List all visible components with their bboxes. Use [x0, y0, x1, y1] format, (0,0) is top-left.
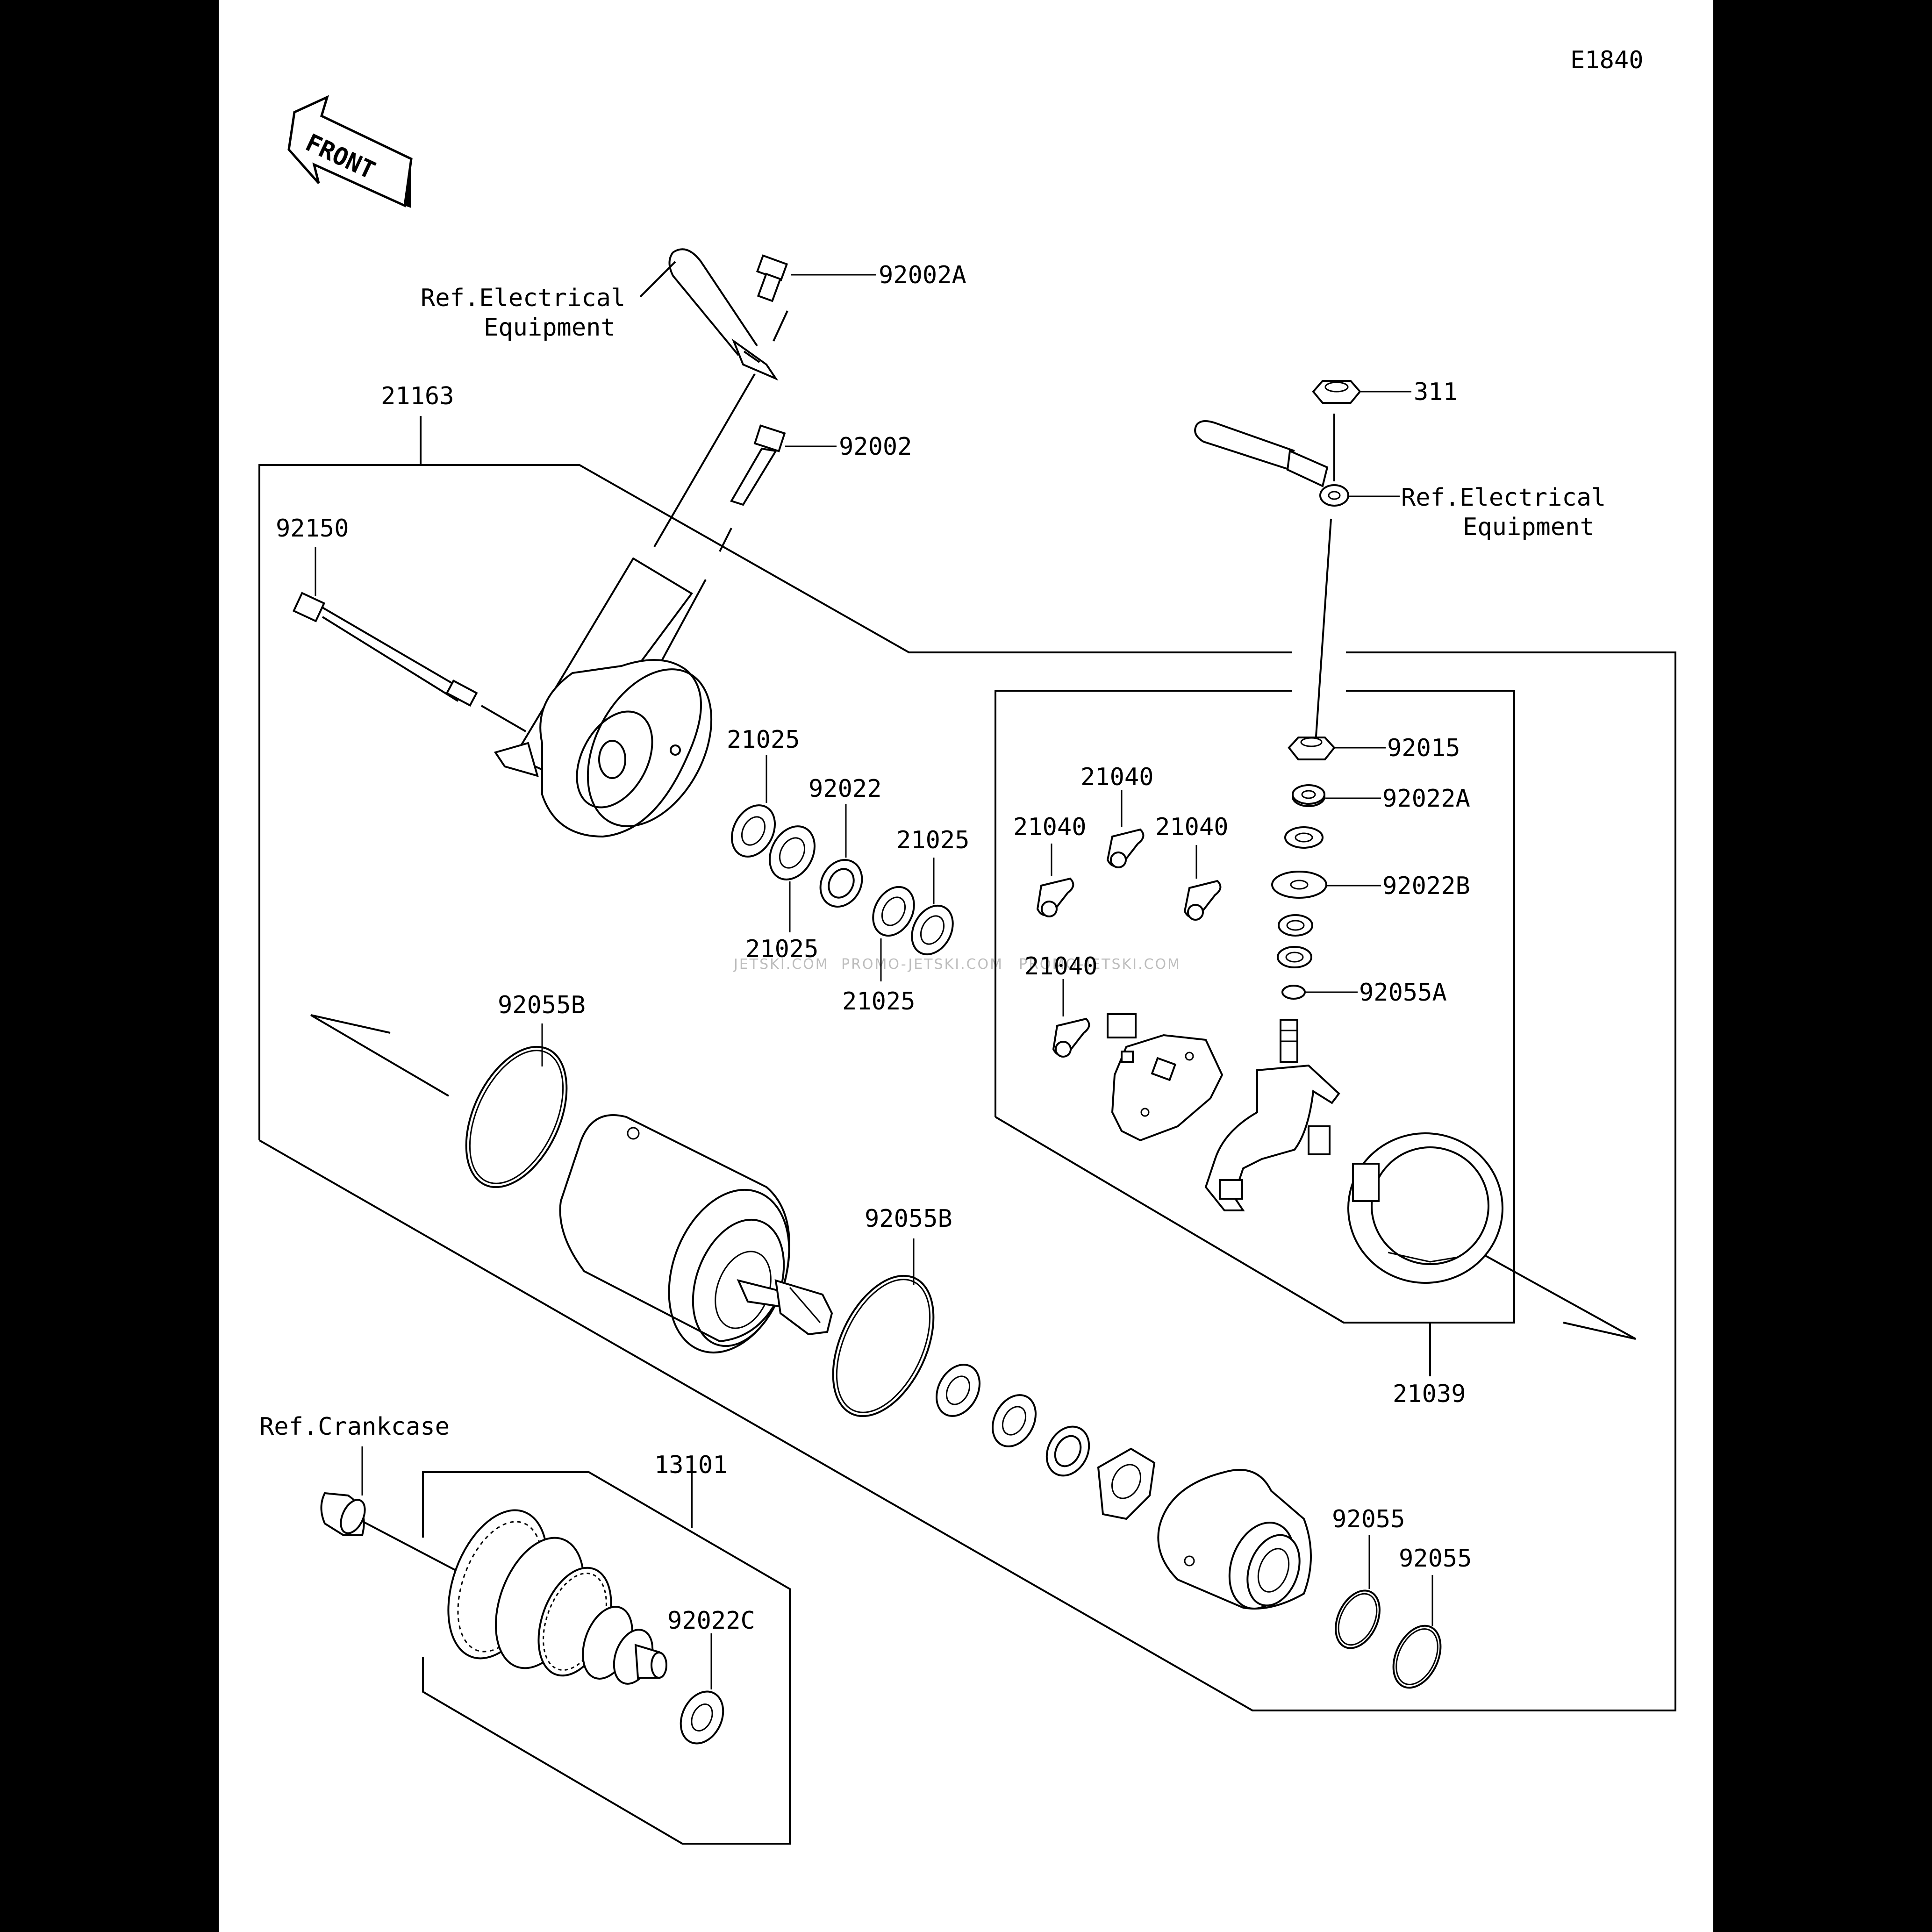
label-21025-b: 21025 [745, 935, 819, 963]
washer-92022C [680, 1633, 724, 1745]
label-92022B: 92022B [1382, 872, 1470, 900]
ref-electrical-top-line1: Ref.Electrical [421, 284, 625, 312]
label-92055B-2: 92055B [865, 1205, 952, 1233]
through-bolt-92150 [292, 547, 527, 732]
watermark-3: PROMO-JETSKI.COM [1019, 956, 1181, 973]
electrical-cable-top [639, 248, 779, 381]
label-21040-b: 21040 [1013, 813, 1087, 841]
label-92055-a: 92055 [1332, 1505, 1405, 1533]
label-92002: 92002 [839, 433, 912, 461]
electrical-cable-right [1194, 414, 1400, 744]
assembly-frame-13101 [422, 1471, 791, 1845]
label-21025-d: 21025 [896, 826, 970, 854]
label-21039: 21039 [1393, 1380, 1466, 1408]
bolt-92002 [644, 424, 837, 692]
label-92022: 92022 [809, 775, 882, 803]
rear-housing-ring [1347, 1132, 1503, 1284]
label-13101: 13101 [654, 1451, 728, 1479]
ref-electrical-top-line2: Equipment [484, 314, 615, 342]
label-92055B-1: 92055B [498, 991, 586, 1019]
assembly-frame-21163 [258, 416, 1676, 1711]
label-92022A: 92022A [1382, 785, 1470, 813]
brush-terminal-arm [1204, 1019, 1340, 1211]
nut-311 [1312, 380, 1411, 404]
bolt-92002A [653, 254, 876, 548]
label-92055-b: 92055 [1399, 1545, 1472, 1573]
brush-plate [1107, 1013, 1224, 1142]
label-92002A: 92002A [879, 261, 966, 289]
crankcase-bushing [320, 1446, 456, 1571]
label-21025-c: 21025 [842, 987, 916, 1016]
ref-electrical-right-line2: Equipment [1463, 513, 1595, 541]
o-rings-92055 [1335, 1535, 1442, 1689]
label-21040-d: 21040 [1024, 952, 1098, 980]
starter-front-cover [494, 557, 713, 838]
watermark-2: PROMO-JETSKI.COM [841, 956, 1003, 973]
label-92055A: 92055A [1359, 979, 1447, 1007]
label-92022C: 92022C [667, 1607, 755, 1635]
o-ring-92055B-1 [465, 1023, 568, 1188]
ref-crankcase-label: Ref.Crankcase [259, 1413, 450, 1441]
label-21025-a: 21025 [727, 726, 800, 754]
label-21163: 21163 [381, 382, 454, 410]
terminal-stack [1271, 737, 1386, 1000]
starter-motor-yoke [559, 1114, 833, 1354]
label-311: 311 [1414, 378, 1458, 406]
brushes-21040 [1036, 790, 1222, 1058]
starter-clutch-13101 [447, 1509, 667, 1685]
diagram-code: E1840 [1570, 46, 1644, 74]
shim-washers-group [730, 755, 954, 981]
assembly-frame-21039 [995, 690, 1515, 1376]
o-ring-92055B-2 [832, 1238, 935, 1417]
axis-lines [310, 1014, 1636, 1340]
starter-rear-cover [1157, 1469, 1312, 1610]
ref-electrical-right-line1: Ref.Electrical [1401, 484, 1606, 512]
front-direction-arrow-icon: FRONT [287, 95, 413, 208]
label-92015: 92015 [1387, 734, 1460, 762]
label-92150: 92150 [276, 515, 349, 543]
label-21040-c: 21040 [1155, 813, 1229, 841]
rear-shim-washers [935, 1364, 1156, 1520]
label-21040-a: 21040 [1080, 763, 1154, 791]
watermark-1: JETSKI.COM [733, 956, 829, 973]
